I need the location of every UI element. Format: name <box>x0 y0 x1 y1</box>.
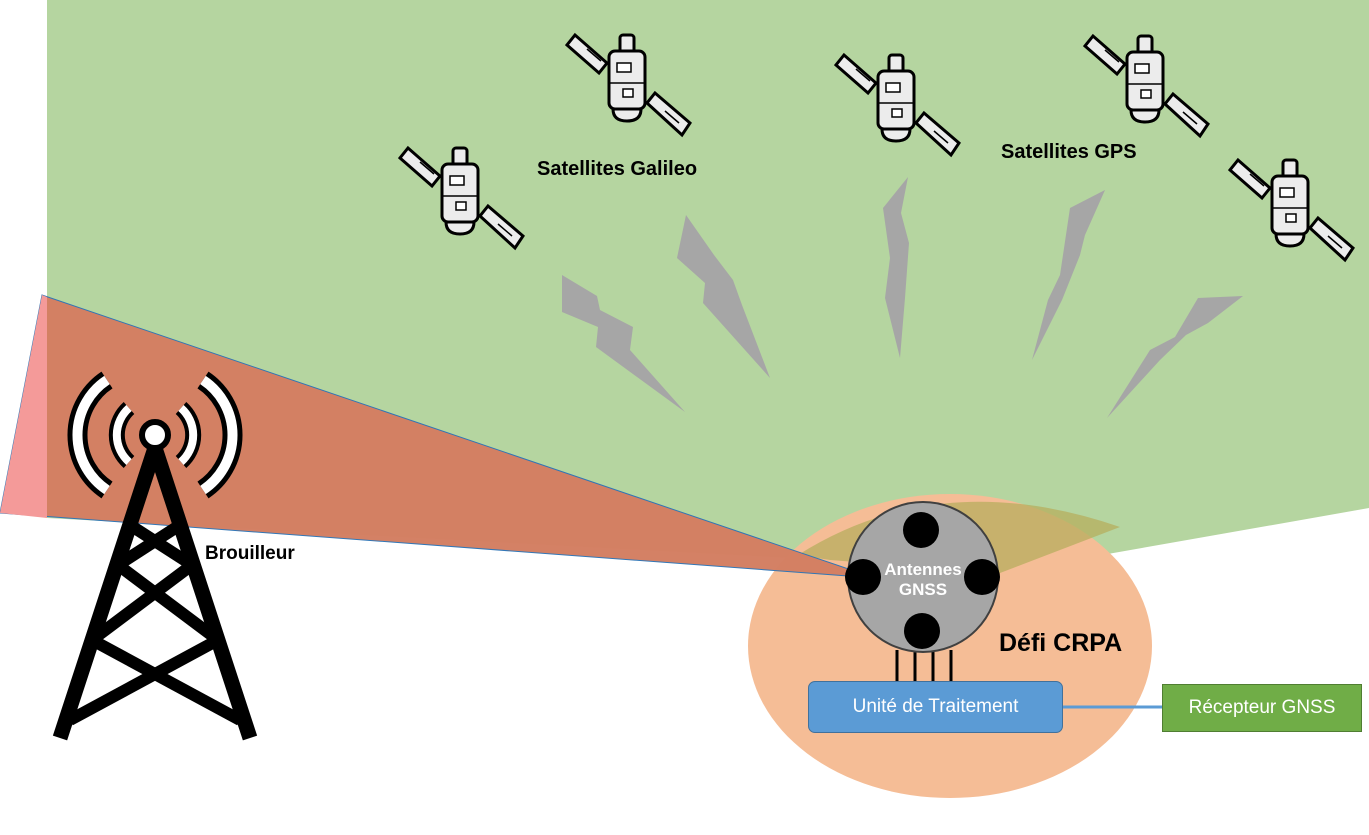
receiver-box: Récepteur GNSS <box>1162 684 1362 732</box>
signal-bolt <box>883 177 909 358</box>
antenna-element <box>903 512 939 548</box>
antenna-label-line2: GNSS <box>898 580 948 599</box>
signal-bolt <box>677 215 770 378</box>
gps-label: Satellites GPS <box>1001 141 1137 163</box>
antenna-label-line1: Antennes <box>884 560 962 579</box>
jammer-beam-edge <box>0 295 47 518</box>
antenna-label: Antennes GNSS <box>873 560 973 600</box>
antenna-array <box>845 501 1000 682</box>
antenna-element <box>904 613 940 649</box>
galileo-label: Satellites Galileo <box>537 158 698 180</box>
signal-bolt <box>562 275 685 412</box>
crpa-challenge-label: Défi CRPA <box>999 629 1123 657</box>
jammer-label: Brouilleur <box>205 543 295 564</box>
antenna-element <box>964 559 1000 595</box>
processing-unit-box: Unité de Traitement <box>808 681 1063 733</box>
signal-bolt <box>1032 190 1105 360</box>
antenna-element <box>845 559 881 595</box>
radio-tower-icon <box>52 371 258 741</box>
